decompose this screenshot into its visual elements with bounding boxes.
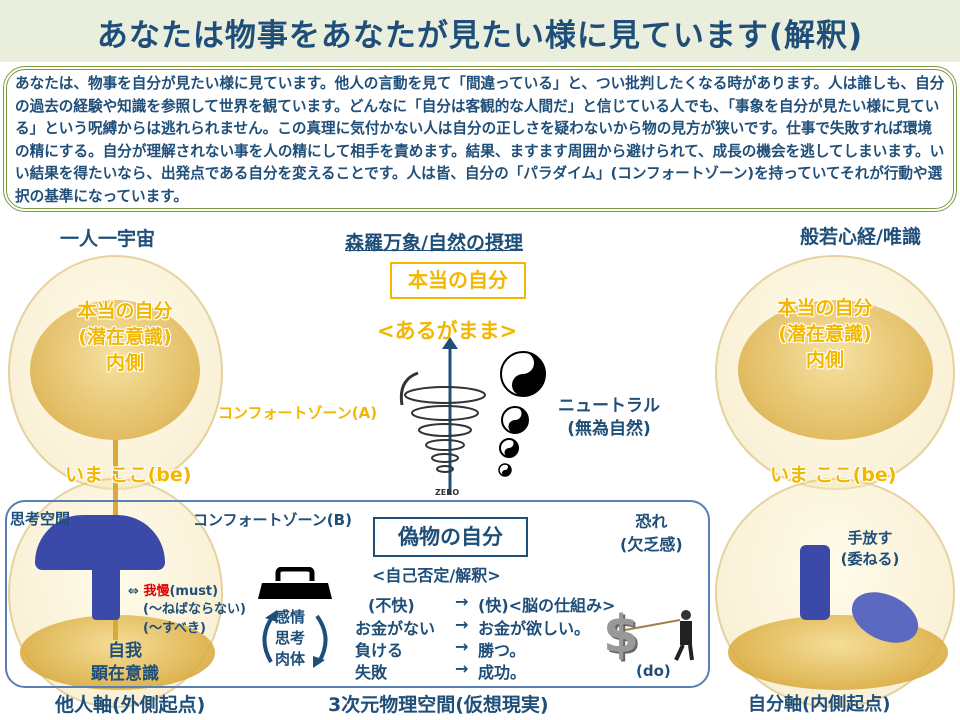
right-true-self: 本当の自分(潜在意識)内側 — [777, 297, 873, 371]
right-footer: 自分軸(内側起点) — [748, 694, 891, 715]
let-go-label: 手放す(委ねる) — [840, 529, 900, 568]
thought-space-label: 思考空間 — [10, 510, 71, 528]
left-heading: 一人一宇宙 — [60, 228, 156, 250]
svg-text:ZERO: ZERO — [435, 488, 459, 497]
row-to: 成功。 — [478, 663, 527, 682]
weight-icon — [258, 567, 332, 599]
must-label-2: (〜すべき) — [143, 621, 206, 636]
comfort-zone-b-label: コンフォートゾーン(B) — [193, 511, 352, 529]
center-footer: 3次元物理空間(仮想現実) — [328, 694, 549, 716]
yin-yang-icon — [499, 438, 519, 458]
row-from: 失敗 — [355, 663, 388, 682]
row-to: (快)<脳の仕組み> — [478, 596, 616, 615]
girl-figure — [800, 545, 830, 620]
virtual-reality-frame — [5, 500, 710, 688]
center-heading: 森羅万象/自然の摂理 — [345, 232, 523, 254]
man-pulling-rope-figure — [624, 610, 694, 661]
row-arrow: → — [455, 659, 469, 678]
must-label-1: (〜ねばならない) — [143, 602, 246, 617]
page-title: あなたは物事をあなたが見たい様に見ています(解釈) — [96, 18, 864, 54]
cycle-arrows-icon — [262, 610, 328, 668]
comfort-zone-a-label: コンフォートゾーン(A) — [218, 404, 378, 422]
spiral-icon: ZERO — [399, 337, 486, 497]
fake-self-box: 偽物の自分 — [373, 517, 528, 557]
self-denial-label: <自己否定/解釈> — [372, 566, 501, 585]
do-label: (do) — [636, 662, 671, 680]
left-footer: 他人軸(外側起点) — [55, 694, 206, 716]
title-bar — [0, 0, 960, 62]
yin-yang-icon — [498, 463, 512, 477]
left-now-here: いま ここ(be) — [65, 464, 192, 486]
row-from: 負ける — [355, 641, 404, 660]
true-self-box: 本当の自分 — [390, 262, 526, 299]
cycle-labels: 感情思考肉体 — [275, 608, 306, 668]
right-heading: 般若心経/唯識 — [800, 226, 921, 248]
row-to: お金が欲しい。 — [478, 619, 591, 638]
fear-label: 恐れ(欠乏感) — [620, 512, 683, 554]
row-arrow: → — [455, 637, 469, 656]
endure-label: ⇔ 我慢(must) — [128, 584, 219, 599]
row-from: お金がない — [355, 619, 436, 638]
intro-paragraph: あなたは、物事を自分が見たい様に見ています。他人の言動を見て「間違っている」と、… — [3, 66, 957, 212]
ego-label: 自我顕在意識 — [91, 641, 159, 684]
yin-yang-icon — [501, 406, 529, 434]
row-to: 勝つ。 — [478, 641, 526, 660]
neutral-label: ニュートラル(無為自然) — [558, 396, 660, 439]
row-arrow: → — [455, 615, 469, 634]
row-arrow: → — [455, 592, 469, 611]
yin-yang-icons — [498, 351, 546, 477]
dollar-sign-icon: $ — [603, 605, 640, 665]
row-from: (不快) — [368, 596, 415, 615]
left-true-self: 本当の自分(潜在意識)内側 — [77, 300, 173, 374]
as-is-label: <あるがまま> — [377, 319, 518, 343]
right-now-here: いま ここ(be) — [770, 464, 897, 486]
yin-yang-icon — [500, 351, 546, 397]
